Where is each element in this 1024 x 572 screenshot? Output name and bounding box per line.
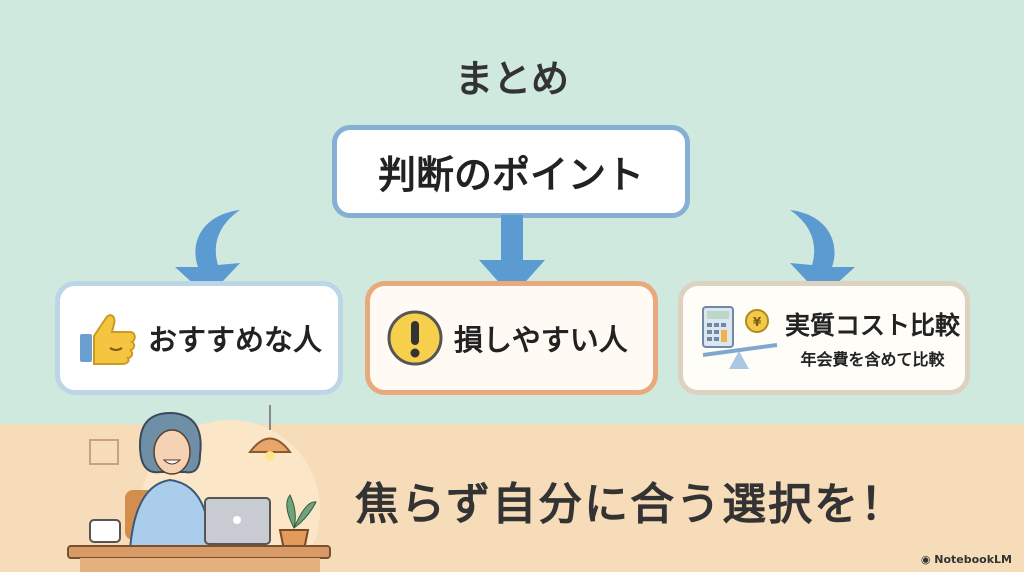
calculator-scale-icon: ¥ bbox=[702, 306, 778, 369]
closing-message: 焦らず自分に合う選択を！ bbox=[355, 479, 907, 530]
woman-at-laptop-illustration bbox=[67, 405, 331, 572]
arrow-right-icon bbox=[790, 210, 855, 297]
card-recommended: おすすめな人 bbox=[55, 281, 343, 395]
card-label: 実質コスト比較 bbox=[785, 311, 961, 340]
arrow-center-icon bbox=[479, 215, 545, 297]
slide-title: まとめ bbox=[454, 57, 569, 101]
arrow-left-icon bbox=[175, 210, 240, 297]
svg-text:¥: ¥ bbox=[753, 315, 762, 329]
center-box: 判断のポイント bbox=[332, 125, 690, 218]
thumbs-up-icon bbox=[80, 314, 136, 365]
card-sublabel: 年会費を含めて比較 bbox=[800, 350, 945, 369]
card-risky: 損しやすい人 bbox=[365, 281, 658, 395]
exclamation-icon bbox=[387, 310, 443, 366]
card-cost: ¥ 実質コスト比較 年会費を含めて比較 bbox=[678, 281, 970, 395]
watermark: ◉ NotebookLM bbox=[921, 553, 1012, 566]
watermark-text: NotebookLM bbox=[934, 553, 1012, 566]
card-label: 損しやすい人 bbox=[454, 323, 628, 357]
notebooklm-logo-icon: ◉ bbox=[920, 553, 935, 566]
center-box-label: 判断のポイント bbox=[377, 153, 644, 197]
card-label: おすすめな人 bbox=[148, 323, 323, 357]
